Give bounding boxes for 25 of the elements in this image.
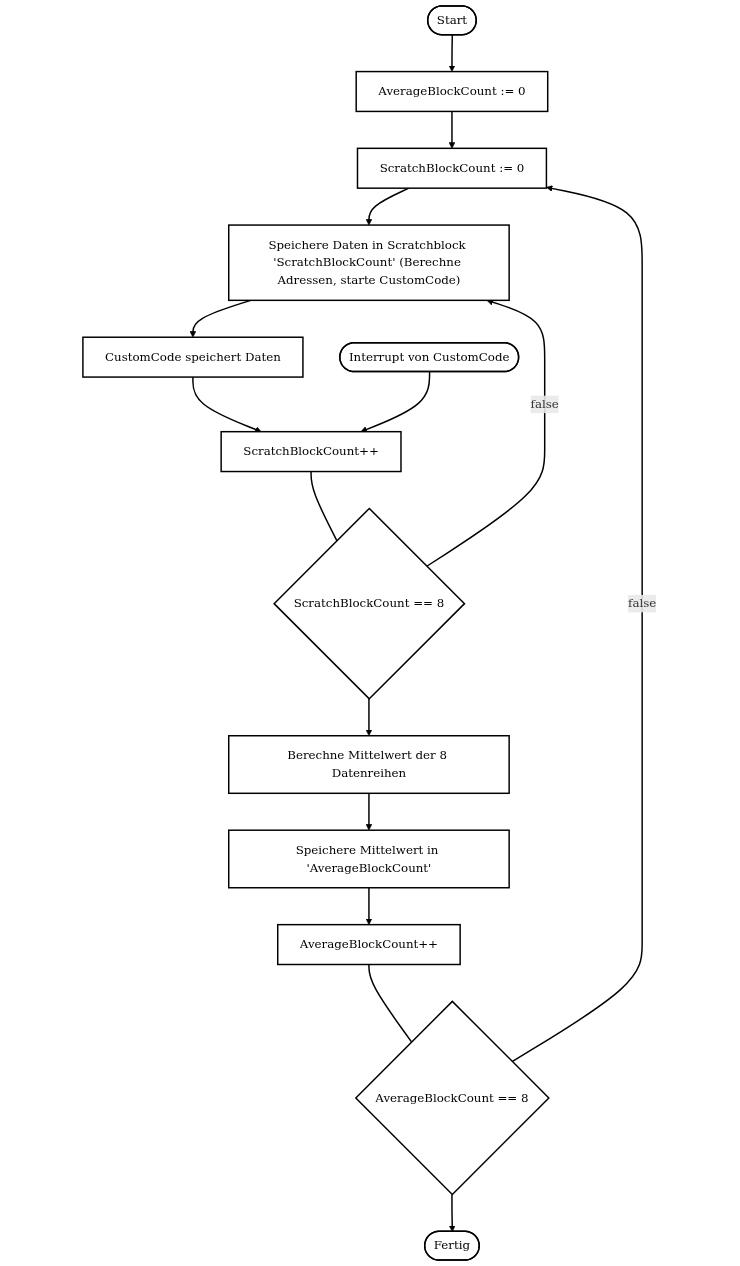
arrow: [449, 34, 456, 72]
edge-label: false: [628, 596, 657, 611]
arrow: [449, 110, 456, 149]
arrow: [366, 887, 373, 925]
node-box: CustomCode speichert Daten: [82, 336, 305, 378]
connector: [310, 470, 338, 542]
node-diamond: AverageBlockCount == 8: [355, 1000, 551, 1196]
arrow: [366, 792, 373, 831]
node-box: Speichere Mittelwert in 'AverageBlockCount': [228, 829, 511, 889]
arrow: [361, 371, 431, 433]
node-box: AverageBlockCount++: [277, 923, 462, 966]
arrow: [426, 299, 546, 567]
arrow: [511, 185, 644, 1063]
edge-label: false: [530, 397, 560, 412]
node-box: Berechne Mittelwert der 8 Datenreihen: [228, 735, 511, 795]
arrow: [192, 376, 262, 433]
node-box: Speichere Daten in Scratchblock 'ScratchBlockCount' (Berechne Adressen, starte CustomCode): [228, 224, 511, 302]
arrow: [366, 698, 373, 737]
arrow: [366, 187, 410, 226]
node-box: ScratchBlockCount++: [220, 430, 403, 473]
node-diamond: ScratchBlockCount == 8: [273, 507, 466, 700]
node-box: AverageBlockCount := 0: [355, 70, 549, 113]
arrow: [449, 1193, 456, 1232]
connector: [368, 963, 413, 1043]
node-box: ScratchBlockCount := 0: [357, 147, 548, 189]
